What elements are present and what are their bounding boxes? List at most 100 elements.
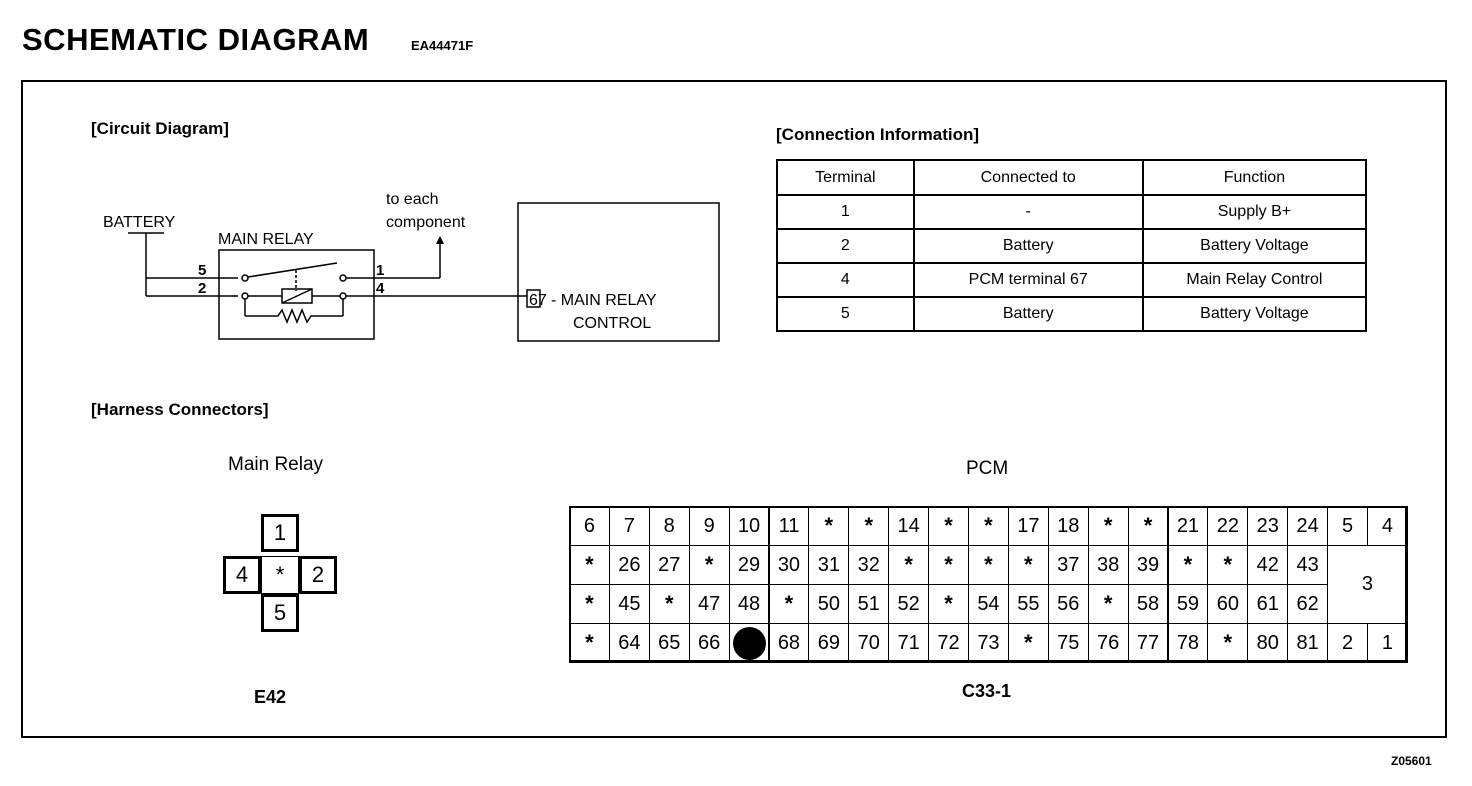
pcm-pin: 37: [1047, 545, 1089, 585]
switch-contact-5: [241, 274, 249, 282]
function-cell: Battery Voltage: [1141, 228, 1368, 264]
main-relay-connector-title: Main Relay: [228, 454, 324, 475]
pcm-pin: 22: [1207, 506, 1249, 546]
pcm-pin: 27: [648, 545, 690, 585]
e42-pin-center: *: [261, 556, 299, 594]
to-each-label: to each: [386, 191, 438, 208]
connection-info-heading: [Connection Information]: [776, 125, 980, 144]
coil-node-4: [339, 292, 347, 300]
coil-node-2: [241, 292, 249, 300]
pcm-pin: 26: [608, 545, 650, 585]
connected-to-cell: -: [912, 194, 1144, 230]
pcm-pin: 6: [569, 506, 610, 546]
pcm-pin: 60: [1207, 584, 1249, 624]
pcm-pin: *: [1007, 623, 1049, 663]
page-title: SCHEMATIC DIAGRAM: [22, 22, 370, 57]
pcm-pin: 61: [1247, 584, 1289, 624]
e42-pin-5: 5: [261, 594, 299, 632]
e42-pin-4: 4: [223, 556, 261, 594]
e42-pin-2: 2: [299, 556, 337, 594]
connected-to-cell: Battery: [912, 228, 1144, 264]
pcm-pin: 72: [928, 623, 969, 663]
harness-connectors-heading: [Harness Connectors]: [91, 400, 269, 419]
pcm-terminal-label: 67: [529, 292, 547, 309]
pcm-pin: 55: [1007, 584, 1049, 624]
pcm-pin: 32: [848, 545, 890, 585]
column-header: Function: [1141, 159, 1368, 196]
pcm-pin: 78: [1167, 623, 1209, 663]
function-cell: Main Relay Control: [1141, 262, 1368, 298]
terminal-cell: 1: [776, 194, 915, 230]
pcm-pin: *: [1207, 545, 1249, 585]
pcm-pin: 11: [768, 506, 810, 546]
pcm-function-line2: CONTROL: [573, 315, 651, 332]
pcm-pin: 47: [688, 584, 730, 624]
pcm-connector-outline: [569, 506, 1407, 662]
pcm-pin: *: [1087, 584, 1129, 624]
arrow-icon: [436, 236, 444, 244]
table-row: 5 Battery Battery Voltage: [776, 296, 1368, 332]
column-header: Connected to: [912, 159, 1144, 196]
pin4-label: 4: [376, 280, 385, 297]
pcm-pin: 58: [1127, 584, 1169, 624]
pcm-pin: 14: [888, 506, 930, 546]
switch-contact-1: [339, 274, 347, 282]
function-cell: Battery Voltage: [1141, 296, 1368, 332]
pcm-pin: 39: [1127, 545, 1169, 585]
pcm-pin: 21: [1167, 506, 1209, 546]
pcm-pin: 8: [648, 506, 690, 546]
pcm-pin: *: [569, 623, 610, 663]
pcm-connector-id: C33-1: [962, 681, 1012, 701]
pcm-pin: 43: [1287, 545, 1329, 585]
document-code: EA44471F: [411, 38, 474, 53]
main-relay-box: [218, 249, 375, 340]
figure-code: Z05601: [1391, 754, 1432, 768]
pcm-pin: 62: [1287, 584, 1329, 624]
terminal-cell: 2: [776, 228, 915, 264]
pcm-pin: *: [1007, 545, 1049, 585]
pcm-pin: 51: [848, 584, 890, 624]
pcm-box: [517, 202, 720, 342]
diagram-frame: [21, 80, 1447, 738]
pcm-pin: 71: [888, 623, 930, 663]
connected-to-cell: PCM terminal 67: [912, 262, 1144, 298]
pcm-pin-67-highlighted: [728, 623, 770, 663]
table-header-row: Terminal Connected to Function: [776, 159, 1368, 196]
main-relay-label: MAIN RELAY: [218, 231, 314, 248]
pcm-pin: 68: [768, 623, 810, 663]
e42-pin-1: 1: [261, 514, 299, 552]
table-row: 2 Battery Battery Voltage: [776, 228, 1368, 264]
pcm-pin: 80: [1247, 623, 1289, 663]
pcm-pin: 30: [768, 545, 810, 585]
coil-resistor: [245, 308, 343, 324]
circuit-diagram-heading: [Circuit Diagram]: [91, 119, 229, 138]
pcm-pin-large: 3: [1327, 545, 1408, 624]
pcm-pin: 24: [1287, 506, 1329, 546]
pcm-pin: 54: [968, 584, 1009, 624]
pcm-pin: 38: [1087, 545, 1129, 585]
pcm-pin: 1: [1367, 623, 1408, 663]
function-cell: Supply B+: [1141, 194, 1368, 230]
pin2-label: 2: [198, 280, 206, 297]
pcm-connector-title: PCM: [966, 458, 1009, 479]
switch-arm: [247, 262, 338, 278]
pcm-pin: 4: [1367, 506, 1408, 546]
battery-label: BATTERY: [103, 214, 176, 231]
pcm-pin: 17: [1007, 506, 1049, 546]
pcm-function-line1: - MAIN RELAY: [551, 292, 657, 309]
table-row: 4 PCM terminal 67 Main Relay Control: [776, 262, 1368, 298]
table-row: 1 - Supply B+: [776, 194, 1368, 230]
pin1-label: 1: [376, 262, 384, 279]
pcm-pin: 75: [1047, 623, 1089, 663]
main-relay-connector-id: E42: [254, 687, 287, 707]
circuit-diagram: BATTERY MAIN RELAY to each component 5 2…: [103, 191, 720, 342]
pcm-pin: 66: [688, 623, 730, 663]
connection-table: Terminal Connected to Function 1 - Suppl…: [776, 159, 1368, 332]
terminal-cell: 4: [776, 262, 915, 298]
pcm-pin: 29: [728, 545, 770, 585]
pcm-pin: 31: [808, 545, 850, 585]
component-label: component: [386, 214, 466, 231]
terminal-dot-icon: [732, 626, 766, 660]
pcm-pin: 81: [1287, 623, 1329, 663]
pcm-terminal-box: [526, 289, 541, 308]
